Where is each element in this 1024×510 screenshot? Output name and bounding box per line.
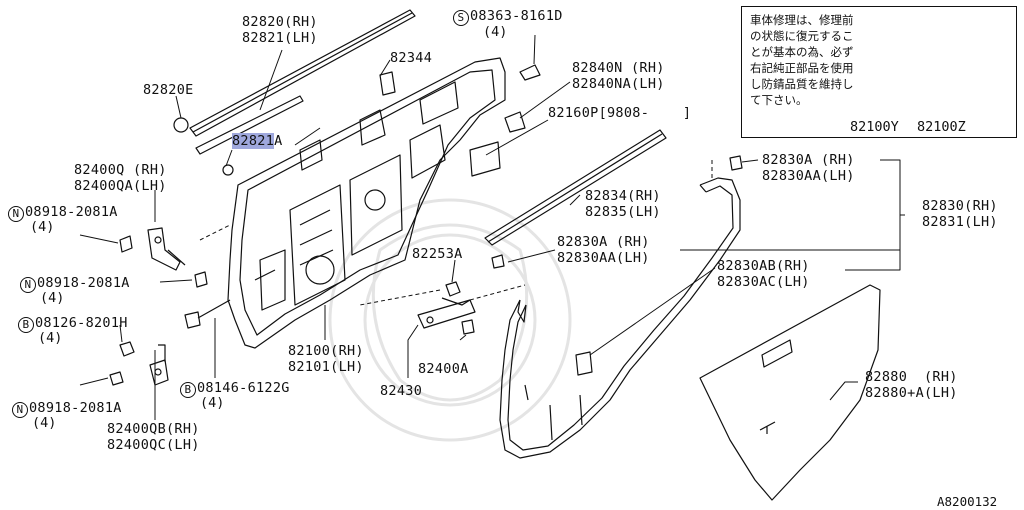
label-82101: 82101(LH) (288, 359, 364, 375)
label-82400a: 82400A (418, 361, 469, 377)
label-82253a: 82253A (412, 246, 463, 262)
qty-08918-1: (4) (30, 219, 55, 235)
label-82821a: 82821A (232, 133, 283, 149)
label-82880a: 82880+A(LH) (865, 385, 958, 401)
label-82100: 82100(RH) (288, 343, 364, 359)
label-82830a-top: 82830A (RH) (762, 152, 855, 168)
outer-weatherstrip-82820 (189, 9, 416, 137)
label-82400qb: 82400QB(RH) (107, 421, 200, 437)
label-82834: 82834(RH) (585, 188, 661, 204)
prefix-n-icon: N (8, 206, 24, 222)
label-82831: 82831(LH) (922, 214, 998, 230)
prefix-n-icon: N (20, 277, 36, 293)
repair-note-text: 車体修理は、修理前の状態に復元することが基本の為、必ず右記純正部品を使用し防錆品… (750, 13, 854, 107)
belt-moulding-82834 (484, 129, 667, 246)
door-glass-82880 (699, 284, 881, 501)
label-82835: 82835(LH) (585, 204, 661, 220)
door-panel-82100 (227, 57, 506, 349)
label-82400qc: 82400QC(LH) (107, 437, 200, 453)
repair-note-box: 車体修理は、修理前の状態に復元することが基本の為、必ず右記純正部品を使用し防錆品… (741, 6, 1017, 138)
upper-hinge-82400q (147, 227, 186, 271)
highlighted-part-82821: 82821 (232, 133, 275, 149)
label-82830aa-top: 82830AA(LH) (762, 168, 855, 184)
label-82830a-mid: 82830A (RH) (557, 234, 650, 250)
lower-hinge-82400qb (149, 344, 169, 386)
label-82830ac: 82830AC(LH) (717, 274, 810, 290)
fasteners (109, 64, 743, 386)
label-82344: 82344 (390, 50, 433, 66)
qty-08126: (4) (38, 330, 63, 346)
label-82830ab: 82830AB(RH) (717, 258, 810, 274)
prefix-b-icon: B (180, 382, 196, 398)
label-82160p: 82160P[9808- ] (548, 105, 692, 121)
label-82820e: 82820E (143, 82, 194, 98)
door-weatherstrip-82830 (499, 177, 741, 459)
qty-08918-3: (4) (32, 415, 57, 431)
prefix-n-icon: N (12, 402, 28, 418)
watermark-emblem (328, 198, 572, 442)
inner-weatherstrip-82821a (195, 95, 304, 155)
label-82830aa-mid: 82830AA(LH) (557, 250, 650, 266)
sealing-screen-82160p (469, 141, 501, 177)
label-82880: 82880 (RH) (865, 369, 958, 385)
leader-lines (79, 34, 905, 420)
label-82830: 82830(RH) (922, 198, 998, 214)
prefix-s-icon: S (453, 10, 469, 26)
label-82821: 82821(LH) (242, 30, 318, 46)
prefix-b-icon: B (18, 317, 34, 333)
qty-08918-2: (4) (40, 290, 65, 306)
label-82400q: 82400Q (RH) (74, 162, 167, 178)
product-82100z-label: 82100Z (917, 119, 966, 135)
door-check-82430 (417, 299, 476, 329)
qty-08363: (4) (483, 24, 508, 40)
label-82820: 82820(RH) (242, 14, 318, 30)
figure-code: A8200132 (937, 494, 998, 509)
qty-08146: (4) (200, 395, 225, 411)
label-82840n: 82840N (RH) (572, 60, 665, 76)
label-82840na: 82840NA(LH) (572, 76, 665, 92)
label-82430: 82430 (380, 383, 423, 399)
label-82400qa: 82400QA(LH) (74, 178, 167, 194)
product-82100y-label: 82100Y (850, 119, 899, 135)
